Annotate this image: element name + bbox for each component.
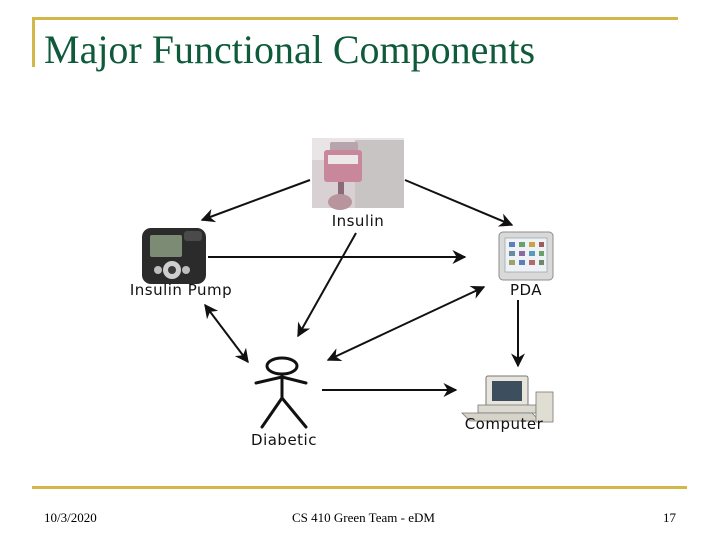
bottom-rule [32, 486, 687, 489]
insulin-vial-image [312, 138, 404, 210]
footer-date: 10/3/2020 [44, 510, 97, 525]
top-rule [32, 17, 678, 20]
label-diabetic: Diabetic [251, 431, 317, 449]
slide-title: Major Functional Components [44, 27, 536, 72]
label-insulin-pump: Insulin Pump [130, 281, 232, 299]
page-number: 17 [663, 510, 676, 525]
computer-image [461, 375, 554, 423]
label-computer: Computer [465, 415, 544, 433]
arrow-pump-diabetic [204, 303, 249, 364]
left-rule [32, 17, 35, 67]
diagram-arrows [200, 179, 525, 397]
arrow-insulin-to-pump [200, 179, 311, 223]
footer-center-text: CS 410 Green Team - eDM [292, 510, 435, 525]
arrow-insulin-to-pda [404, 179, 514, 227]
arrow-insulin-to-diabetic [297, 232, 357, 338]
label-insulin: Insulin [332, 212, 385, 230]
arrow-pda-diabetic [326, 286, 486, 361]
label-pda: PDA [510, 281, 542, 299]
insulin-pump-image [142, 228, 206, 284]
stick-figure-icon [254, 356, 308, 429]
pda-image [498, 231, 554, 281]
